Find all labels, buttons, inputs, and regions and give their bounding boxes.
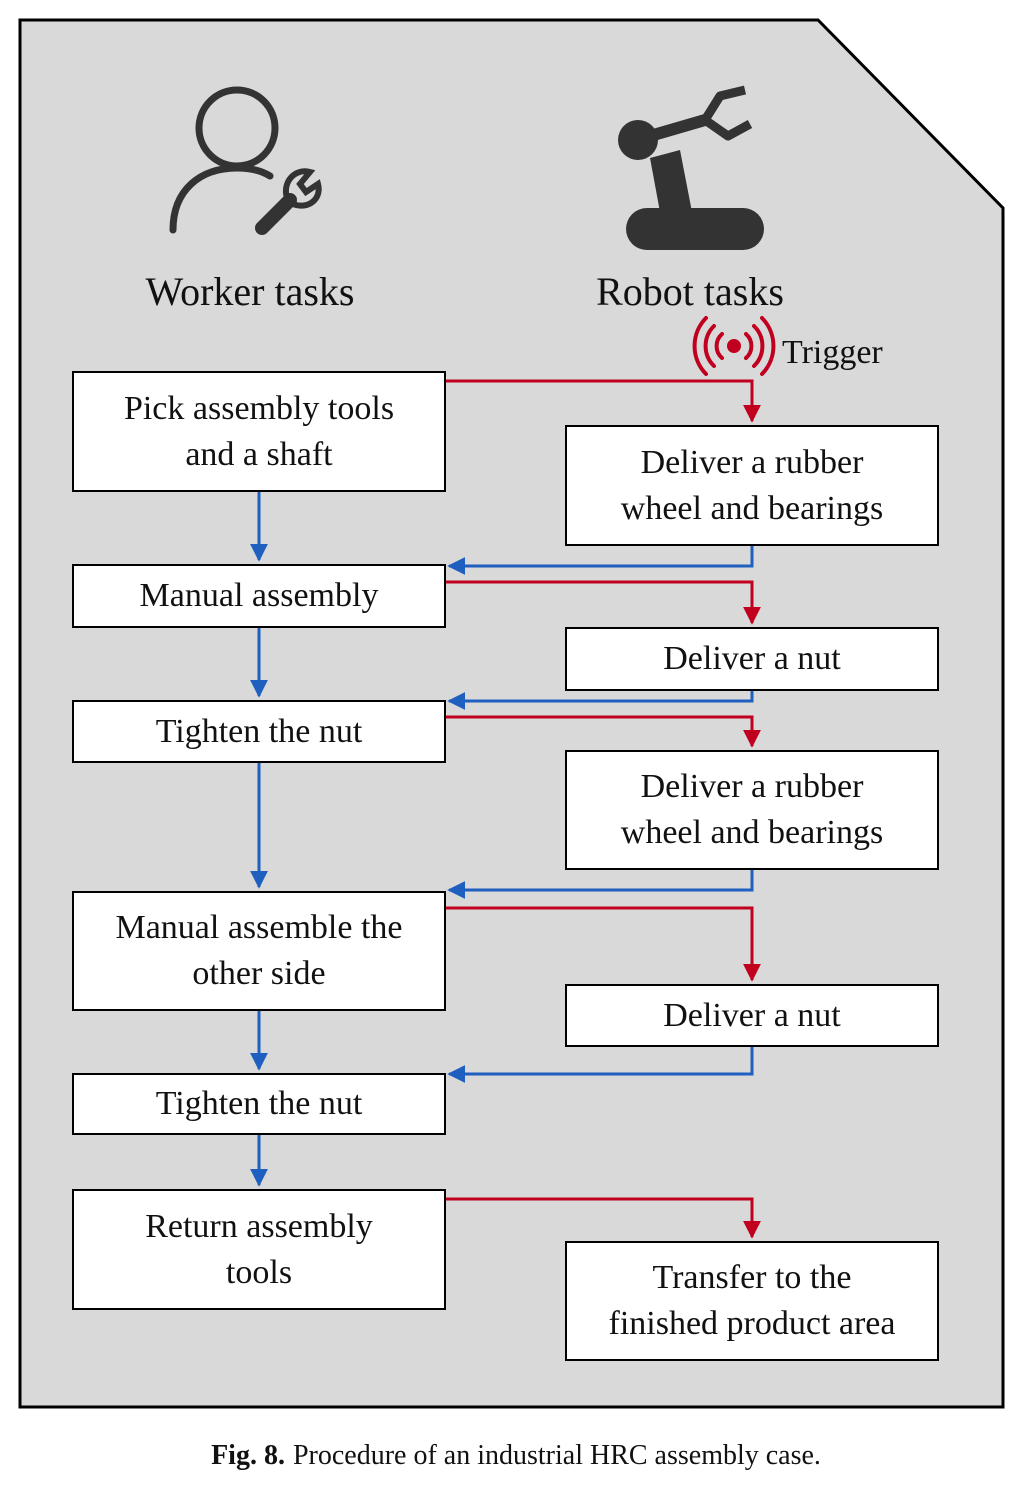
worker-step-tighten-nut: Tighten the nut <box>72 700 446 763</box>
caption-label: Fig. 8. <box>211 1440 285 1471</box>
flow-arrow <box>447 1047 754 1083</box>
trigger-arrow <box>446 580 761 625</box>
wireless-signal-icon <box>692 316 776 376</box>
trigger-arrow <box>446 1197 761 1239</box>
step-label: Manual assemble the other side <box>115 909 403 992</box>
step-label: Return assembly tools <box>145 1207 373 1291</box>
figure-caption: Fig. 8.Procedure of an industrial HRC as… <box>0 1442 1032 1470</box>
step-label: Deliver a nut <box>663 996 841 1034</box>
step-label: Transfer to the finished product area <box>608 1259 896 1342</box>
robot-flow-arrows <box>446 379 761 1239</box>
worker-flow-arrows <box>250 492 754 1187</box>
step-label: Tighten the nut <box>155 712 363 750</box>
caption-text: Procedure of an industrial HRC assembly … <box>292 1440 821 1471</box>
robot-lane-title: Robot tasks <box>596 269 784 314</box>
worker-icon <box>169 86 322 235</box>
flow-arrow <box>447 546 754 575</box>
robot-step-transfer: Transfer to the finished product area <box>565 1241 939 1361</box>
trigger-label: Trigger <box>782 334 883 371</box>
worker-step-manual-assembly: Manual assembly <box>72 564 446 628</box>
worker-step-assemble-other-side: Manual assemble the other side <box>72 891 446 1011</box>
robot-arm-icon <box>618 85 764 250</box>
robot-step-deliver-wheel: Deliver a rubber wheel and bearings <box>565 425 939 546</box>
flowchart-diagram <box>18 18 1005 1409</box>
robot-step-deliver-wheel-2: Deliver a rubber wheel and bearings <box>565 750 939 870</box>
trigger-arrow <box>446 715 761 748</box>
step-label: Tighten the nut <box>155 1085 363 1123</box>
flow-arrow <box>447 870 754 899</box>
worker-step-pick-tools: Pick assembly tools and a shaft <box>72 371 446 492</box>
trigger-arrow <box>446 906 761 982</box>
step-label: Pick assembly tools and a shaft <box>123 389 395 473</box>
flow-arrow <box>447 691 754 710</box>
trigger-arrow <box>446 379 761 423</box>
worker-step-return-tools: Return assembly tools <box>72 1189 446 1310</box>
step-label: Deliver a rubber wheel and bearings <box>620 443 884 527</box>
robot-step-deliver-nut: Deliver a nut <box>565 627 939 691</box>
robot-step-deliver-nut-2: Deliver a nut <box>565 984 939 1047</box>
step-label: Deliver a nut <box>663 640 841 678</box>
step-label: Deliver a rubber wheel and bearings <box>620 768 884 851</box>
worker-lane-title: Worker tasks <box>145 269 355 314</box>
step-label: Manual assembly <box>139 577 379 615</box>
worker-step-tighten-nut-2: Tighten the nut <box>72 1073 446 1135</box>
